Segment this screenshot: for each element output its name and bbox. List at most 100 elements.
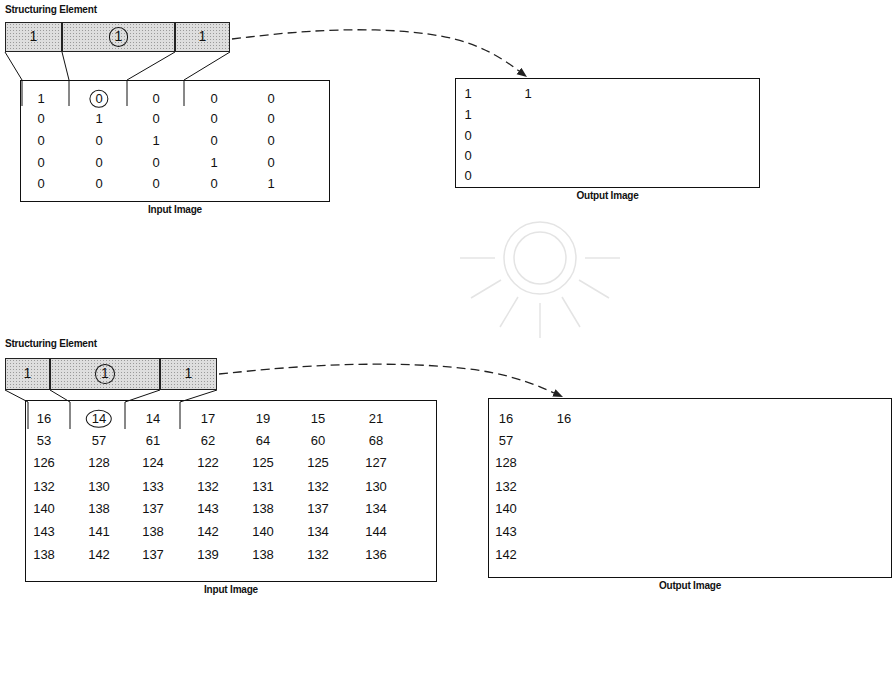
pixel-value: 1 (464, 87, 471, 101)
pixel-value: 57 (92, 434, 106, 448)
dilation-arrow (232, 30, 527, 77)
pixel-value: 0 (152, 92, 159, 106)
pixel-value: 0 (464, 169, 471, 183)
pixel-value: 1 (524, 87, 531, 101)
dilation-arrow (219, 364, 563, 397)
funnel-line (125, 402, 126, 429)
pixel-value: 0 (152, 112, 159, 126)
pixel-value: 0 (152, 177, 159, 191)
pixel-value: 0 (267, 156, 274, 170)
pixel-value: 143 (495, 525, 517, 539)
funnel-line (28, 402, 29, 429)
funnel-line (184, 52, 230, 80)
funnel-line (184, 80, 185, 106)
element-cell: 1 (160, 358, 217, 390)
seal-circle (514, 232, 566, 284)
pixel-value: 0 (95, 134, 102, 148)
pixel-value: 127 (365, 456, 387, 470)
pixel-value: 14 (146, 412, 160, 426)
element-cell: 1 (175, 22, 230, 52)
element-cell: 1 (5, 358, 50, 390)
pixel-value: 142 (88, 548, 110, 562)
origin-cell: 1 (62, 22, 175, 52)
element-value: 1 (30, 29, 38, 44)
output-image: 161657128132140143142Output Image (488, 398, 892, 578)
seal-ray (500, 297, 518, 327)
pixel-value: 0 (267, 112, 274, 126)
element-heading: Structuring Element (5, 338, 97, 349)
pixel-value: 134 (307, 525, 329, 539)
seal-ray (585, 257, 620, 259)
pixel-value: 0 (464, 149, 471, 163)
pixel-value: 132 (307, 548, 329, 562)
seal-ray (460, 257, 495, 259)
structuring-element: Structuring Element 1 1 1 (5, 338, 217, 390)
pixel-value: 61 (146, 434, 160, 448)
pixel-value: 0 (464, 129, 471, 143)
pixel-value: 16 (499, 412, 513, 426)
pixel-value: 68 (369, 434, 383, 448)
pixel-value: 1 (210, 156, 217, 170)
pixel-value: 132 (307, 480, 329, 494)
pixel-value: 122 (197, 456, 219, 470)
image-caption: Output Image (659, 580, 721, 591)
pixel-value: 19 (256, 412, 270, 426)
image-caption: Input Image (204, 584, 258, 595)
element-value: 1 (95, 364, 115, 383)
pixel-value: 53 (37, 434, 51, 448)
seal-ray (539, 303, 541, 338)
pixel-value: 16 (557, 412, 571, 426)
funnel-line (5, 52, 22, 80)
image-caption: Input Image (148, 204, 202, 215)
pixel-value: 60 (311, 434, 325, 448)
funnel-line (127, 80, 128, 106)
pixel-value: 0 (37, 134, 44, 148)
pixel-value: 0 (267, 92, 274, 106)
pixel-value: 0 (37, 112, 44, 126)
pixel-value: 143 (197, 502, 219, 516)
pixel-value: 143 (33, 525, 55, 539)
pixel-value: 0 (37, 156, 44, 170)
seal-ray (562, 297, 580, 327)
pixel-value: 133 (142, 480, 164, 494)
funnel-lines (5, 52, 230, 429)
pixel-value: 140 (252, 525, 274, 539)
element-heading: Structuring Element (5, 4, 97, 15)
output-image: 111000Output Image (455, 78, 760, 188)
pixel-value: 142 (495, 548, 517, 562)
pixel-value: 137 (142, 548, 164, 562)
element-value: 1 (199, 29, 207, 44)
seal-ray (471, 280, 501, 298)
pixel-value: 0 (210, 134, 217, 148)
image-caption: Output Image (576, 190, 638, 201)
pixel-value: 144 (365, 525, 387, 539)
element-value: 1 (109, 27, 129, 46)
pixel-value: 14 (86, 410, 112, 428)
pixel-value: 139 (197, 548, 219, 562)
pixel-value: 130 (88, 480, 110, 494)
pixel-value: 126 (33, 456, 55, 470)
funnel-line (180, 402, 181, 429)
pixel-value: 141 (88, 525, 110, 539)
pixel-value: 140 (495, 502, 517, 516)
pixel-value: 130 (365, 480, 387, 494)
pixel-value: 136 (365, 548, 387, 562)
pixel-value: 132 (495, 480, 517, 494)
element-value: 1 (185, 366, 193, 381)
pixel-value: 1 (152, 134, 159, 148)
seal-ray (579, 280, 609, 298)
pixel-value: 0 (210, 92, 217, 106)
pixel-value: 137 (142, 502, 164, 516)
pixel-value: 132 (197, 480, 219, 494)
pixel-value: 0 (37, 177, 44, 191)
input-image: 1000001000001000001000001Input Image (20, 80, 330, 202)
pixel-value: 138 (142, 525, 164, 539)
pixel-value: 134 (365, 502, 387, 516)
pixel-value: 0 (95, 177, 102, 191)
pixel-value: 142 (197, 525, 219, 539)
seal-circle (504, 222, 576, 294)
pixel-value: 137 (307, 502, 329, 516)
pixel-value: 15 (311, 412, 325, 426)
funnel-line (127, 52, 175, 80)
